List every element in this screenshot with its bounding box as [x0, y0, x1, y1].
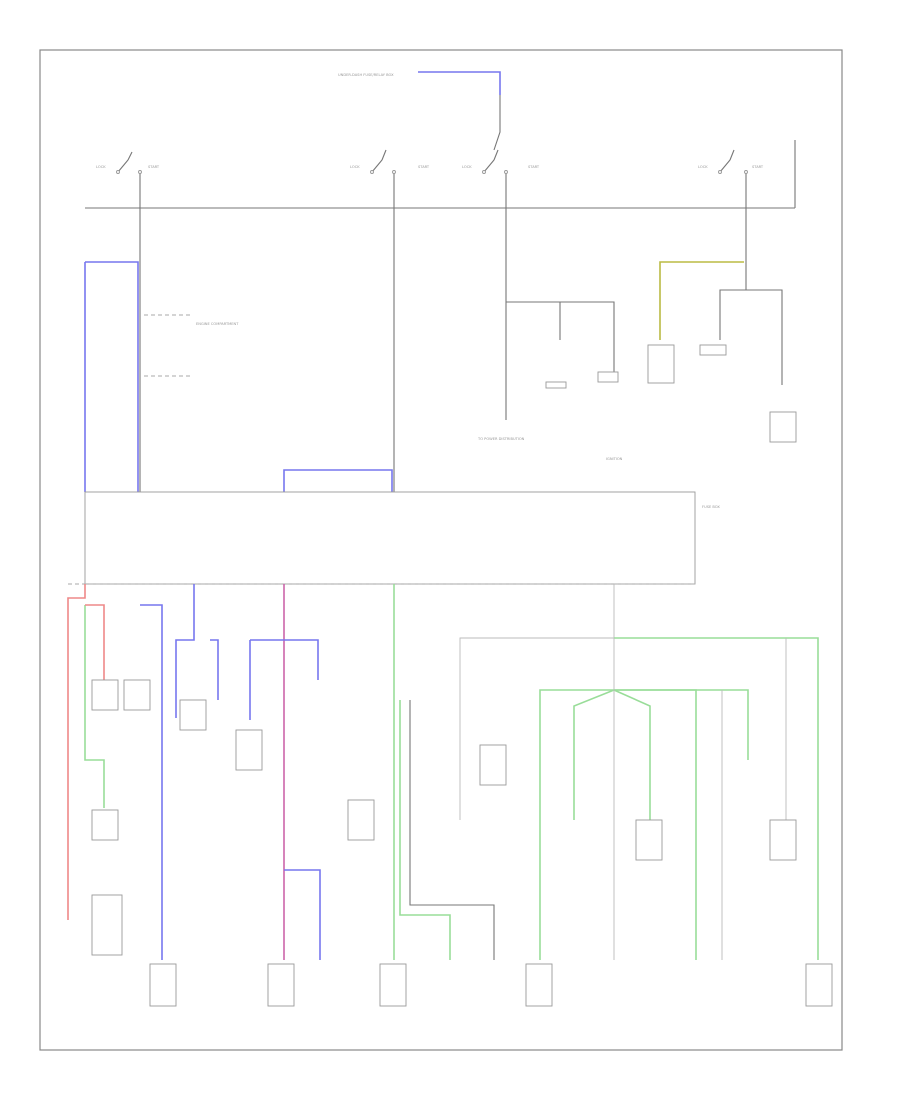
yellow-wire: [659, 261, 744, 340]
relay-lower-1: [91, 679, 119, 711]
relay-center-1: [479, 744, 507, 786]
bottom-comp-2: [267, 963, 295, 1007]
green-dist-3: [614, 689, 749, 760]
sensor-mid: [545, 381, 567, 389]
red-wire-2: [85, 604, 105, 680]
sensor-mid2: [597, 371, 619, 383]
bottom-comp-4: [525, 963, 553, 1007]
svg-text:START: START: [418, 165, 430, 169]
blue-wire-lower-2: [175, 584, 195, 718]
bottom-comp-3: [379, 963, 407, 1007]
svg-text:START: START: [148, 165, 160, 169]
green-dist-5: [573, 689, 615, 820]
relay-lower-5: [235, 729, 263, 771]
junction-box-left: [144, 314, 190, 377]
svg-text:LOCK: LOCK: [96, 165, 106, 169]
relay-right-2: [699, 344, 727, 356]
top-relay-wire: [493, 95, 501, 151]
third-branch: [506, 301, 615, 378]
red-wire-1: [67, 584, 86, 920]
ignition-coil: [91, 894, 123, 956]
relay-lower-2: [123, 679, 151, 711]
fuse-box: [84, 491, 696, 585]
ignition-switch-4: LOCK START: [698, 149, 764, 208]
sensor-right: [769, 411, 797, 443]
right-dist-green: [614, 637, 819, 960]
right-branch: [719, 289, 783, 385]
ignition-switch-1: LOCK START: [96, 151, 160, 208]
bundle-wire: [409, 700, 495, 960]
blue-wire-top: [418, 71, 501, 95]
svg-text:UNDER-DASH FUSE/RELAY BOX: UNDER-DASH FUSE/RELAY BOX: [338, 73, 394, 77]
blue-wire-lower-1: [140, 604, 163, 960]
blue-wire-lower-3: [210, 639, 219, 700]
svg-text:LOCK: LOCK: [462, 165, 472, 169]
blue-wire-lower-4: [249, 639, 319, 720]
green-wire-1: [84, 605, 105, 808]
relay-right-1: [647, 344, 675, 384]
relay-right-lower-2: [769, 819, 797, 861]
green-bundle-2: [399, 700, 451, 960]
right-dist-1: [459, 584, 615, 820]
svg-text:FUSE BOX: FUSE BOX: [702, 505, 720, 509]
green-dist-6: [613, 689, 651, 820]
green-dist-4: [614, 689, 697, 960]
relay-right-lower-1: [635, 819, 663, 861]
blue-wire-left: [85, 261, 139, 492]
relay-lower-4: [179, 699, 207, 731]
svg-text:LOCK: LOCK: [698, 165, 708, 169]
relay-lower-6: [347, 799, 375, 841]
svg-text:START: START: [752, 165, 764, 169]
svg-text:START: START: [528, 165, 540, 169]
relay-lower-3: [91, 809, 119, 841]
bottom-comp-5: [805, 963, 833, 1007]
blue-wire-center: [283, 469, 393, 492]
ignition-switch-3: LOCK START: [462, 149, 540, 208]
svg-text:IGNITION: IGNITION: [606, 457, 623, 461]
svg-text:ENGINE COMPARTMENT: ENGINE COMPARTMENT: [196, 322, 239, 326]
ignition-switch-2: LOCK START: [350, 149, 430, 208]
green-dist-2: [539, 689, 614, 960]
svg-text:LOCK: LOCK: [350, 165, 360, 169]
svg-text:TO POWER DISTRIBUTION: TO POWER DISTRIBUTION: [477, 437, 525, 441]
diagram-frame: [39, 49, 843, 1051]
bottom-comp-1: [149, 963, 177, 1007]
blue-wire-lower-5: [284, 869, 321, 960]
